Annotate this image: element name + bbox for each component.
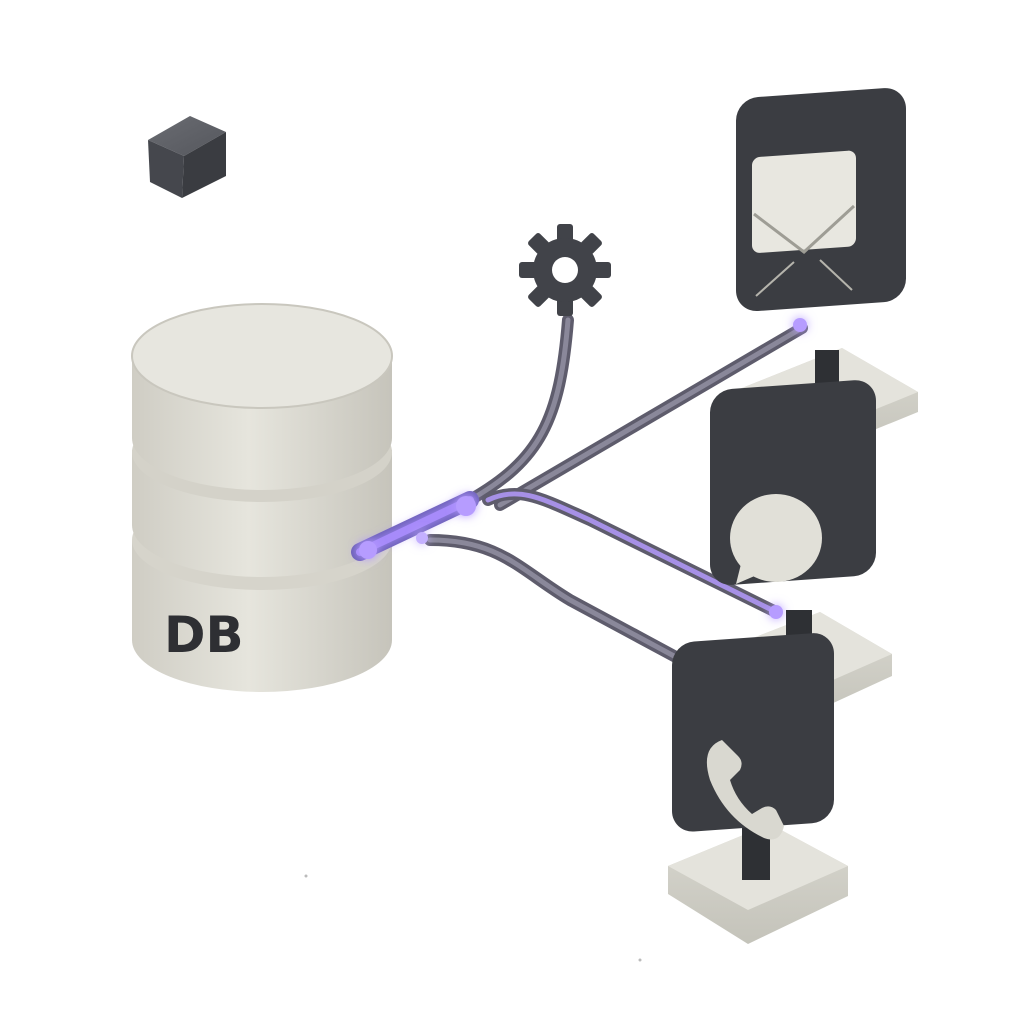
speck: [638, 958, 642, 962]
signal-dot: [359, 541, 377, 559]
signal-dot: [769, 605, 783, 619]
signal-dot: [416, 532, 428, 544]
gear-icon: [519, 224, 611, 316]
device-screen: [672, 633, 834, 832]
chat-bubble-icon: [730, 494, 822, 584]
database-cylinder: DB: [131, 303, 393, 692]
connection-pipes: [351, 314, 808, 676]
envelope-icon: [752, 150, 856, 297]
database-label: DB: [164, 606, 244, 664]
floating-cube-icon: [148, 116, 226, 198]
signal-dot: [456, 496, 476, 516]
phone-icon: [706, 740, 784, 840]
signal-dot: [793, 318, 807, 332]
signal-dots: [359, 318, 807, 619]
speck: [304, 874, 308, 878]
phone-device: [668, 633, 848, 944]
